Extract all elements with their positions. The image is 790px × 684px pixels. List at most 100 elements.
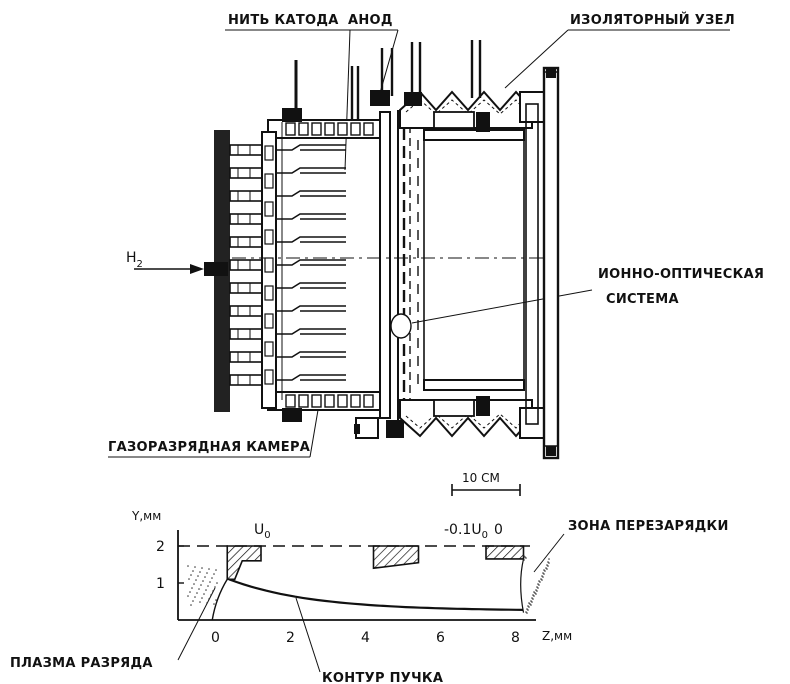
- recharge-stipple: [536, 590, 538, 592]
- plasma-stipple: [215, 599, 217, 601]
- recharge-stipple: [540, 578, 542, 580]
- recharge-stipple: [524, 556, 526, 558]
- wall-cell: [350, 122, 361, 136]
- gas-inlet-arrow: [134, 264, 204, 274]
- chamber-wall-cells: [264, 122, 374, 408]
- plot-y-axis-label: Y,мм: [131, 509, 161, 523]
- wall-cell: [363, 122, 374, 136]
- recharge-stipple: [535, 593, 537, 595]
- plasma-stipple: [195, 579, 197, 581]
- electrode-1-label: U0: [254, 522, 271, 541]
- label-beam-contour: КОНТУР ПУЧКА: [322, 671, 443, 684]
- filament-wire: [276, 374, 346, 381]
- plasma-stipple: [199, 571, 201, 573]
- plasma-stipple: [192, 600, 194, 602]
- scale-bar: [451, 484, 521, 496]
- electrode-2-label: -0.1U0: [444, 522, 488, 541]
- output-flange: [519, 66, 560, 460]
- wall-cell: [264, 341, 274, 357]
- wall-cell: [298, 394, 309, 408]
- plot-x-tick-label: 8: [511, 630, 520, 646]
- plasma-stipple: [202, 580, 204, 582]
- filament-holder: [229, 190, 265, 202]
- plasma-stipple: [207, 585, 209, 587]
- feedthrough-pins: [294, 40, 482, 439]
- plasma-stipple: [194, 596, 196, 598]
- wall-cell: [311, 394, 322, 408]
- filament-holder: [229, 282, 265, 294]
- recharge-stipple: [544, 570, 546, 572]
- wall-cell: [264, 257, 274, 273]
- plasma-stipple: [206, 602, 208, 604]
- filament-holder: [229, 236, 265, 248]
- recharge-stipple: [535, 589, 537, 591]
- electrode-1: [226, 545, 262, 581]
- plasma-stipple: [213, 603, 215, 605]
- ion-optical-system: [390, 110, 525, 420]
- recharge-boundary: [520, 558, 525, 613]
- plasma-stipple: [201, 597, 203, 599]
- plasma-stipple: [208, 598, 210, 600]
- plot-x-tick-label: 6: [436, 630, 445, 646]
- electrode-3-label: 0: [494, 522, 503, 538]
- wall-cell: [264, 145, 274, 161]
- cathode-flange: [204, 130, 230, 412]
- filament-holder: [229, 167, 265, 179]
- recharge-stipple: [546, 568, 548, 570]
- recharge-stipple: [543, 573, 545, 575]
- recharge-stipple: [528, 602, 530, 604]
- recharge-stipple: [537, 583, 539, 585]
- recharge-stipple: [536, 586, 538, 588]
- electrode-2: [372, 545, 420, 570]
- filament-wire: [276, 236, 346, 243]
- filament-wire: [276, 259, 346, 266]
- filament-wire: [276, 190, 346, 197]
- label-ion-optics-line2: СИСТЕМА: [606, 292, 679, 307]
- recharge-stipple: [530, 600, 532, 602]
- wall-cell: [264, 201, 274, 217]
- recharge-stipple: [545, 567, 547, 569]
- plasma-stipple: [214, 586, 216, 588]
- plasma-stipple: [212, 590, 214, 592]
- wall-cell: [264, 173, 274, 189]
- insulator-unit: [399, 90, 533, 438]
- wall-cell: [264, 285, 274, 301]
- recharge-stipple: [548, 558, 550, 560]
- recharge-stipple: [530, 604, 532, 606]
- plasma-stipple: [193, 583, 195, 585]
- recharge-stipple: [528, 606, 530, 608]
- label-discharge-chamber: ГАЗОРАЗРЯДНАЯ КАМЕРА: [108, 440, 310, 455]
- recharge-stipple: [547, 561, 549, 563]
- recharge-stipple: [525, 611, 527, 613]
- plasma-stipple: [187, 595, 189, 597]
- plasma-stipple: [194, 566, 196, 568]
- plasma-stipple: [187, 565, 189, 567]
- plot-x-axis-label: Z,мм: [542, 629, 572, 643]
- wall-cell: [285, 394, 296, 408]
- plot-x-tick-label: 0: [211, 630, 220, 646]
- label-discharge-plasma: ПЛАЗМА РАЗРЯДА: [10, 656, 153, 671]
- wall-cell: [350, 394, 361, 408]
- recharge-stipple: [533, 591, 535, 593]
- recharge-stipple: [538, 580, 540, 582]
- plasma-stipple: [205, 589, 207, 591]
- plasma-stipple: [203, 593, 205, 595]
- filament-holder: [229, 351, 265, 363]
- recharge-stipple: [532, 598, 534, 600]
- label-recharge-zone: ЗОНА ПЕРЕЗАРЯДКИ: [568, 519, 729, 534]
- plasma-boundary: [211, 578, 228, 621]
- wall-cell: [264, 229, 274, 245]
- filament-wire: [276, 282, 346, 289]
- recharge-stipple: [548, 562, 550, 564]
- wall-cell: [324, 122, 335, 136]
- plasma-stipple: [198, 588, 200, 590]
- wall-cell: [324, 394, 335, 408]
- wall-cell: [337, 394, 348, 408]
- plot-x-tick-label: 2: [286, 630, 295, 646]
- plasma-stipple: [200, 584, 202, 586]
- plasma-stipple: [206, 572, 208, 574]
- recharge-stipple: [539, 581, 541, 583]
- plasma-stipple: [189, 591, 191, 593]
